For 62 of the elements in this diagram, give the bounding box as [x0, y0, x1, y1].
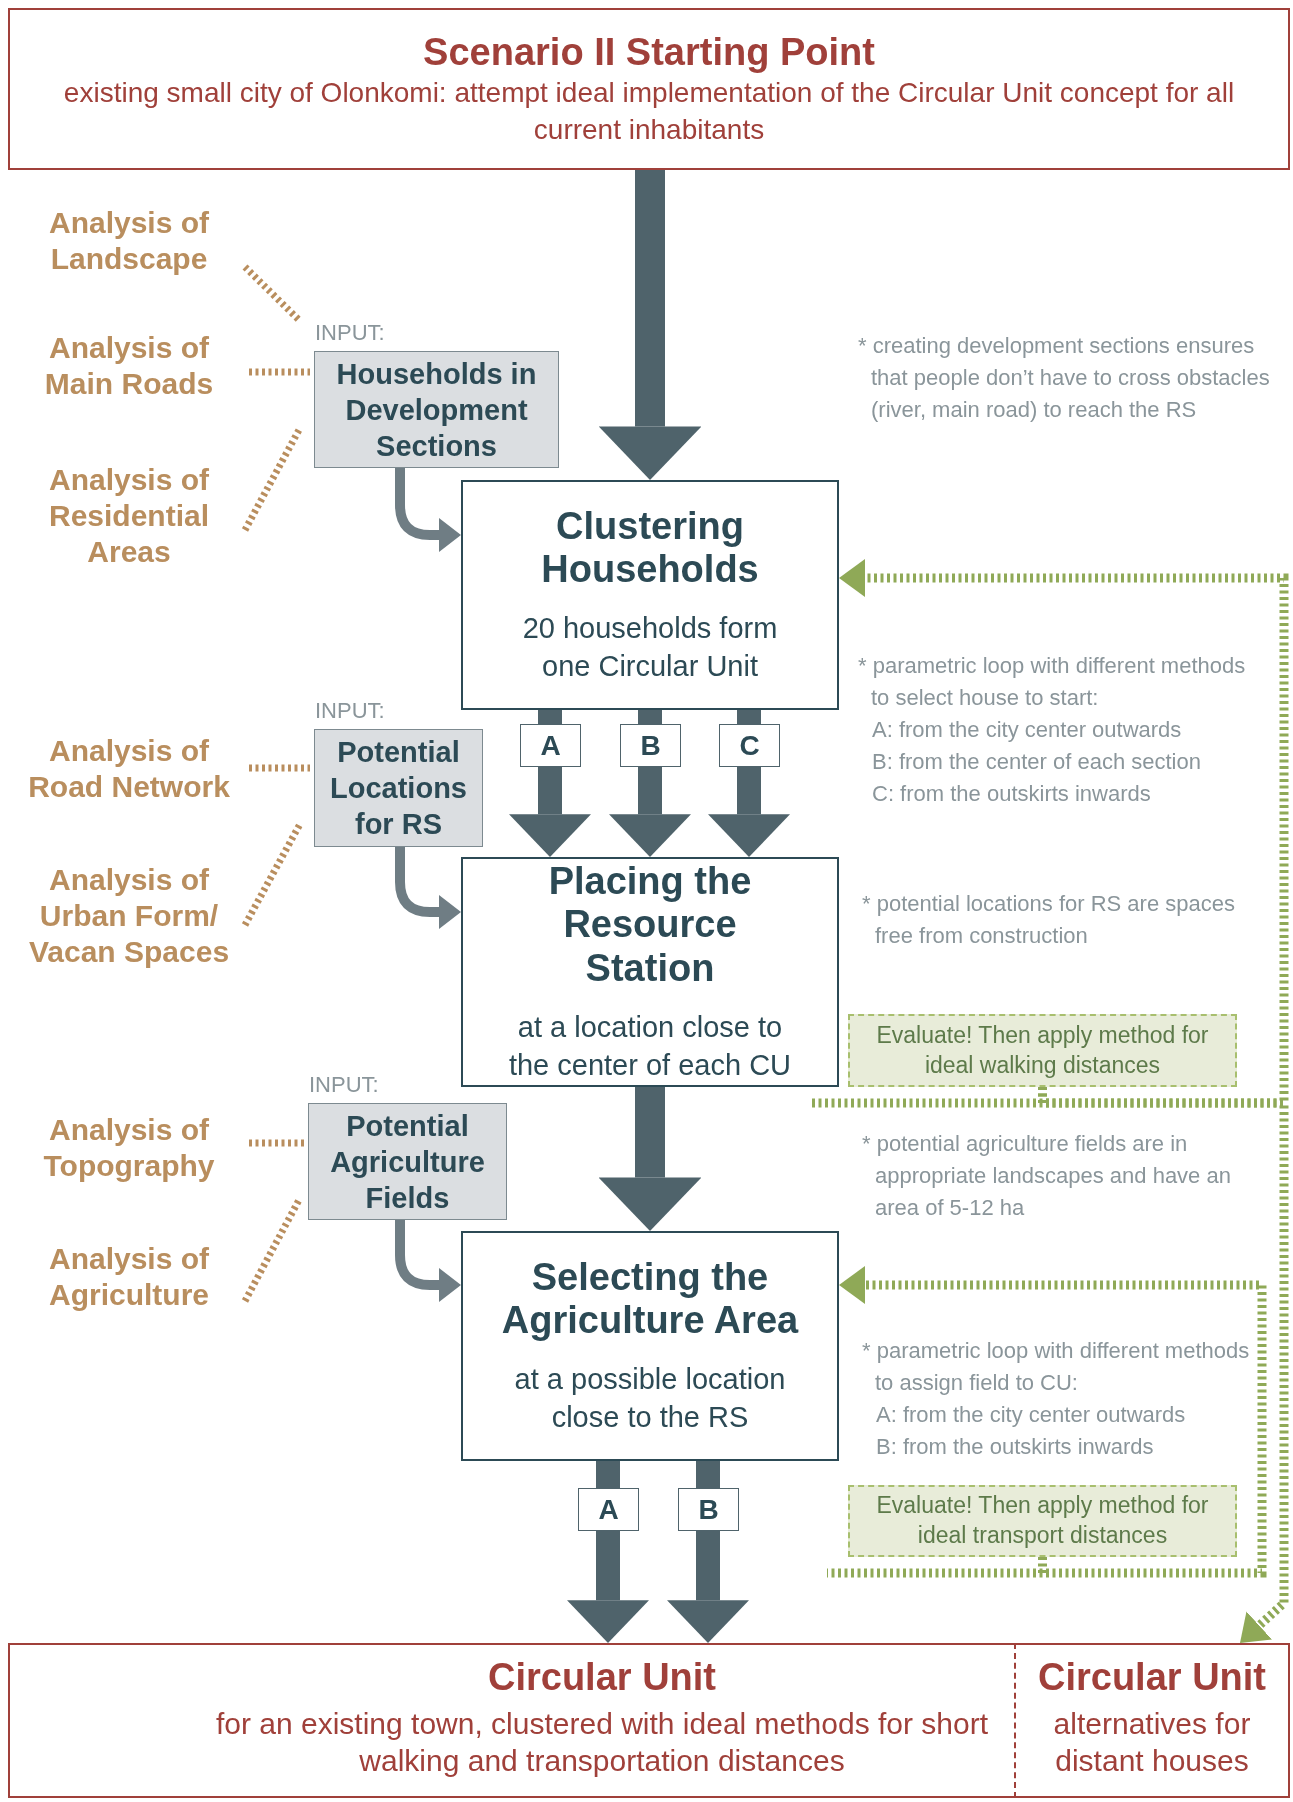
method-tag: B — [620, 724, 681, 767]
box-text: existing small city of Olonkomi: attempt ideal implementation of the Circular Unit concept for all current inhabitants — [62, 76, 1236, 147]
dotted-connector — [242, 264, 303, 324]
method-tag: C — [719, 724, 780, 767]
note-text: A: from the city center outwards — [872, 716, 1183, 744]
box-text: alternatives for distant houses — [1052, 1705, 1252, 1780]
box-title: Circular Unit — [487, 1655, 716, 1700]
input-arrow — [395, 468, 461, 552]
box-text: for an existing town, clustered with ideal methods for short walking and transportation distances — [214, 1705, 989, 1780]
note-text: * potential locations for RS are spaces free from construction — [862, 890, 1236, 950]
note-text: A: from the city center outwards — [876, 1401, 1187, 1429]
evaluation-text: Evaluate! Then apply method for ideal walking distances — [875, 1020, 1210, 1080]
box-text: 20 households form one Circular Unit — [521, 611, 779, 684]
note-text: B: from the center of each section — [872, 748, 1202, 776]
dotted-connector — [241, 426, 304, 532]
note-text: * creating development sections ensures that people don’t have to cross obstacles (river, main road) to reach the RS — [858, 332, 1271, 424]
starting-point-box — [8, 8, 1290, 170]
analysis-label: Analysis of Urban Form/ Vacan Spaces — [27, 862, 231, 970]
input-label: INPUT: — [315, 698, 385, 724]
feedback-loop-arrow — [839, 1266, 1267, 1578]
result-box — [8, 1643, 1014, 1798]
analysis-label: Analysis of Topography — [42, 1112, 216, 1184]
process-box — [461, 480, 839, 710]
process-box — [461, 857, 839, 1087]
box-title: Clustering Households — [540, 504, 760, 592]
dotted-connector — [241, 822, 304, 927]
dotted-connector — [241, 1196, 304, 1303]
note-text: * parametric loop with different methods to assign field to CU: — [862, 1337, 1251, 1397]
input-label: INPUT: — [309, 1072, 379, 1098]
input-label: INPUT: — [315, 320, 385, 346]
evaluation-text: Evaluate! Then apply method for ideal transport distances — [875, 1491, 1210, 1550]
flow-arrow — [666, 1461, 750, 1643]
analysis-label: Analysis of Residential Areas — [47, 462, 211, 570]
box-title: Scenario II Starting Point — [423, 29, 875, 75]
box-title: Placing the Resource Station — [547, 859, 753, 991]
analysis-label: Analysis of Agriculture — [47, 1241, 211, 1313]
box-title: Circular Unit — [1037, 1655, 1266, 1700]
box-text: at a location close to the center of each CU — [507, 1009, 793, 1083]
box-title: Potential Agriculture Fields — [329, 1108, 486, 1216]
method-tag: A — [578, 1488, 639, 1531]
method-tag: A — [520, 724, 581, 767]
note-text: * potential agriculture fields are in appropriate landscapes and have an area of 5-12 ha — [862, 1130, 1232, 1222]
input-arrow — [395, 847, 461, 929]
note-text: B: from the outskirts inwards — [876, 1433, 1155, 1461]
analysis-label: Analysis of Landscape — [47, 205, 211, 277]
box-title: Households in Development Sections — [335, 356, 538, 464]
input-arrow — [395, 1220, 461, 1302]
analysis-label: Analysis of Main Roads — [43, 330, 215, 402]
method-tag: B — [678, 1488, 739, 1531]
flow-arrow — [598, 170, 702, 480]
result-box — [1014, 1643, 1290, 1798]
note-text: C: from the outskirts inwards — [872, 780, 1152, 808]
evaluation-box — [848, 1014, 1237, 1087]
box-text: at a possible location close to the RS — [513, 1362, 787, 1435]
flow-arrow — [566, 1461, 650, 1643]
box-title: Selecting the Agriculture Area — [500, 1255, 800, 1343]
note-text: * parametric loop with different methods to select house to start: — [858, 652, 1247, 712]
process-box — [461, 1231, 839, 1461]
box-title: Potential Locations for RS — [329, 735, 468, 842]
evaluation-box — [848, 1485, 1237, 1557]
flow-arrow — [598, 1087, 702, 1231]
analysis-label: Analysis of Road Network — [27, 733, 231, 805]
